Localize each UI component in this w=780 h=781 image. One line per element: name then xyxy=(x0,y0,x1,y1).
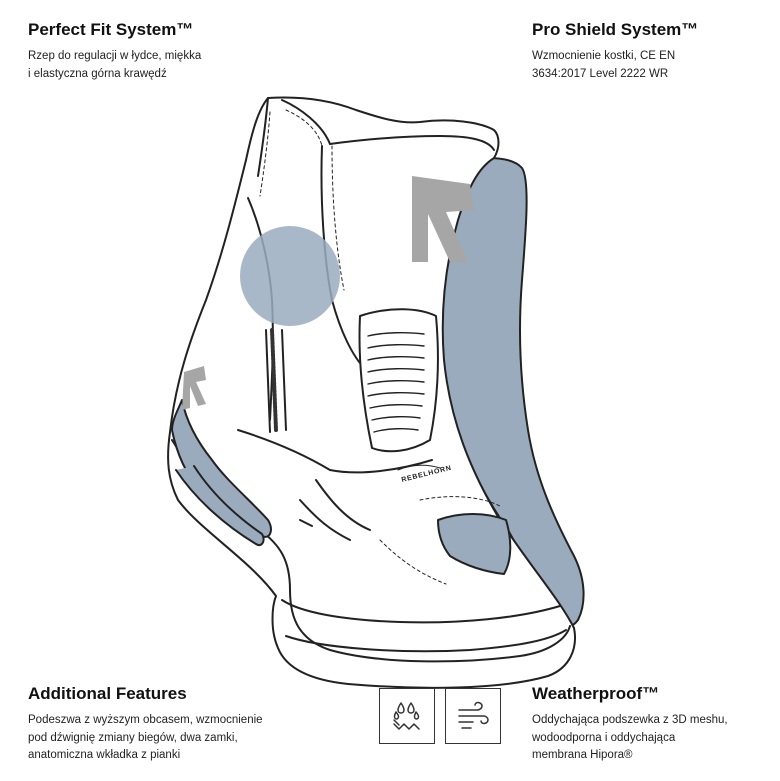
feature-title: Perfect Fit System™ xyxy=(28,20,194,39)
brand-logo-small xyxy=(182,366,206,410)
calf-adjust-highlight xyxy=(240,226,340,326)
feature-additional: Additional Features Podeszwa z wyższym o… xyxy=(28,684,328,765)
toe-slider xyxy=(437,513,512,575)
feature-pro-shield: Pro Shield System™ Wzmocnienie kostki, C… xyxy=(532,20,762,83)
feature-description: Podeszwa z wyższym obcasem, wzmocnienie … xyxy=(28,714,263,761)
feature-title: Additional Features xyxy=(28,684,187,703)
feature-perfect-fit: Perfect Fit System™ Rzep do regulacji w … xyxy=(28,20,288,83)
zipper xyxy=(270,328,278,432)
feature-description: Rzep do regulacji w łydce, miękka i elas… xyxy=(28,50,202,80)
airflow-icon xyxy=(445,688,501,744)
feature-description: Oddychająca podszewka z 3D meshu, wodood… xyxy=(532,714,728,761)
feature-weatherproof: Weatherproof™ Oddychająca podszewka z 3D… xyxy=(532,684,762,765)
feature-title: Pro Shield System™ xyxy=(532,20,699,39)
brand-logo-large xyxy=(412,176,474,262)
feature-title: Weatherproof™ xyxy=(532,684,660,703)
feature-description: Wzmocnienie kostki, CE EN 3634:2017 Leve… xyxy=(532,50,676,80)
water-drops-icon xyxy=(379,688,435,744)
